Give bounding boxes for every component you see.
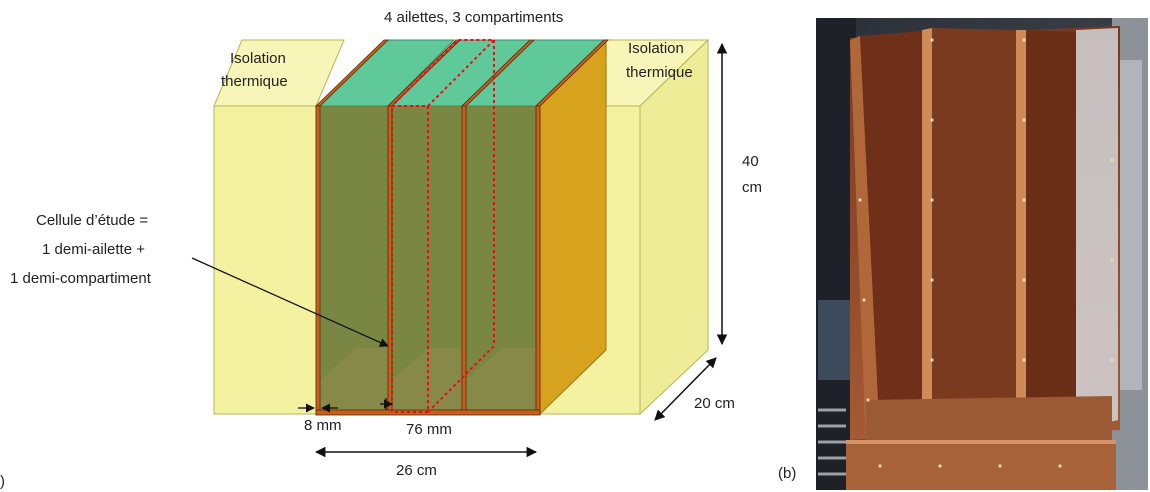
cell-annotation-arrow (191, 257, 389, 347)
cell-annotation-line3: 1 demi-compartiment (10, 270, 152, 287)
height-unit: cm (742, 179, 762, 196)
depth-arrow (654, 357, 717, 421)
height-value: 40 (742, 153, 759, 170)
compartment-dim-label: 76 mm (406, 421, 452, 438)
width-label: 26 cm (396, 462, 437, 479)
exchanger-diagram: 40 cm 20 cm 26 cm 8 mm 76 mm Isolation t… (0, 9, 762, 490)
panel-a-label: ) (0, 473, 5, 490)
compartment-faces (320, 106, 536, 412)
insulation-right-line2: thermique (626, 64, 693, 81)
cell-annotation-line1: Cellule d’étude = (36, 212, 148, 229)
copper-heat-exchanger-photo (816, 18, 1148, 490)
fin-thickness-label: 8 mm (304, 417, 342, 434)
cell-annotation-line2: 1 demi-ailette + (42, 241, 145, 258)
depth-label: 20 cm (694, 395, 735, 412)
insulation-left-line1: Isolation (230, 50, 286, 67)
study-cell-outline (389, 39, 497, 413)
panel-b-label: (b) (778, 465, 796, 482)
insulation-left-block (213, 39, 345, 415)
insulation-right-line1: Isolation (628, 40, 684, 57)
diagram-top-label: 4 ailettes, 3 compartiments (384, 9, 563, 26)
insulation-left-line2: thermique (221, 73, 288, 90)
